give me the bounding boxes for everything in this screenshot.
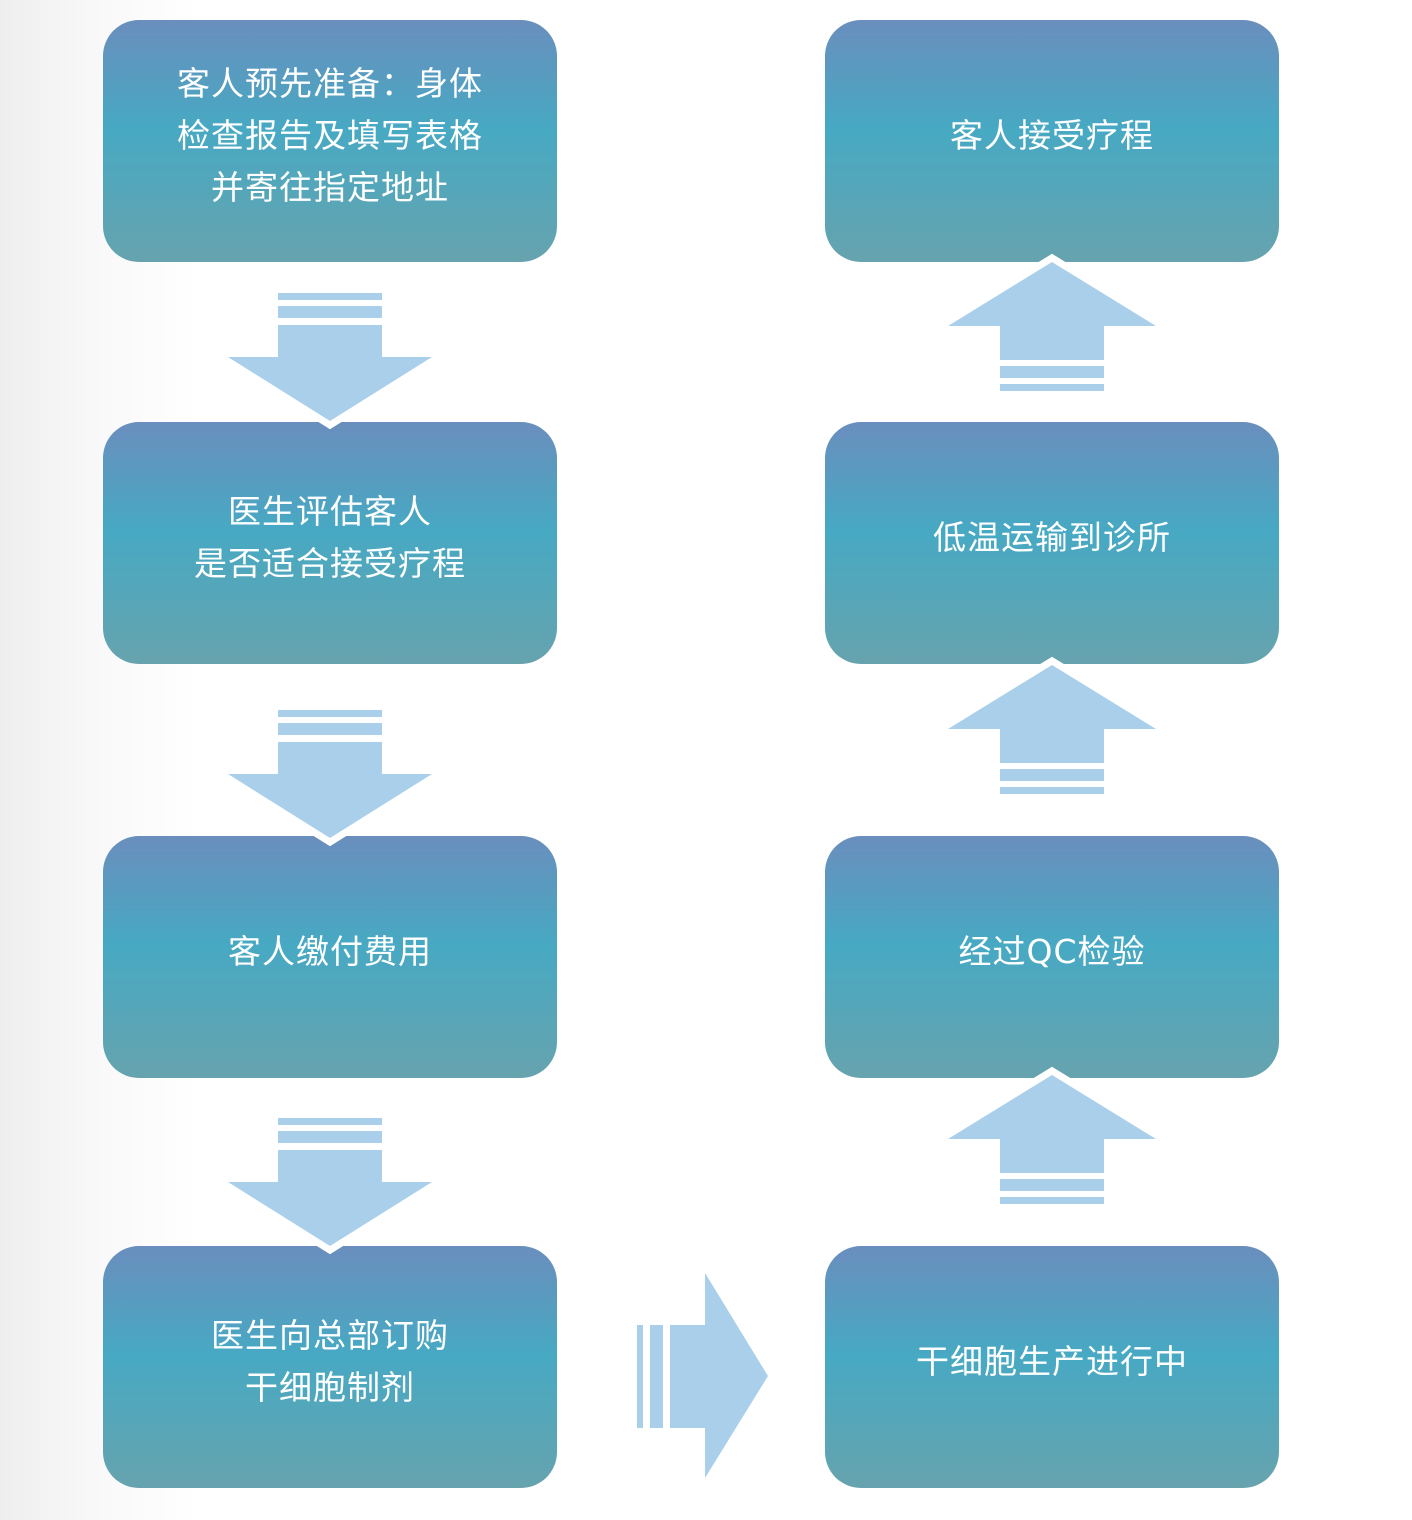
step-5-box: 干细胞生产进行中	[825, 1246, 1279, 1488]
up-arrow-icon-3	[923, 1066, 1181, 1204]
up-arrow-icon-2	[923, 656, 1181, 794]
step-3-box: 客人缴付费用	[103, 836, 557, 1078]
step-4-text: 医生向总部订购 干细胞制剂	[211, 1316, 449, 1407]
down-arrow-icon-1	[203, 293, 457, 430]
step-4-box: 医生向总部订购 干细胞制剂	[103, 1246, 557, 1488]
step-7-box: 低温运输到诊所	[825, 422, 1279, 664]
step-8-text: 客人接受疗程	[950, 116, 1154, 155]
step-8-box: 客人接受疗程	[825, 20, 1279, 262]
step-7-text: 低温运输到诊所	[933, 518, 1171, 557]
step-6-box: 经过QC检验	[825, 836, 1279, 1078]
step-2-box: 医生评估客人 是否适合接受疗程	[103, 422, 557, 664]
step-5-text: 干细胞生产进行中	[916, 1342, 1188, 1381]
step-3-text: 客人缴付费用	[228, 932, 432, 971]
up-arrow-icon-1	[923, 253, 1181, 391]
step-6-text: 经过QC检验	[958, 932, 1146, 971]
step-2-text: 医生评估客人 是否适合接受疗程	[194, 492, 466, 583]
step-1-text: 客人预先准备：身体 检查报告及填写表格 并寄往指定地址	[177, 64, 483, 207]
down-arrow-icon-3	[203, 1118, 457, 1255]
down-arrow-icon-2	[203, 710, 457, 847]
right-arrow-icon	[637, 1273, 768, 1478]
step-1-box: 客人预先准备：身体 检查报告及填写表格 并寄往指定地址	[103, 20, 557, 262]
